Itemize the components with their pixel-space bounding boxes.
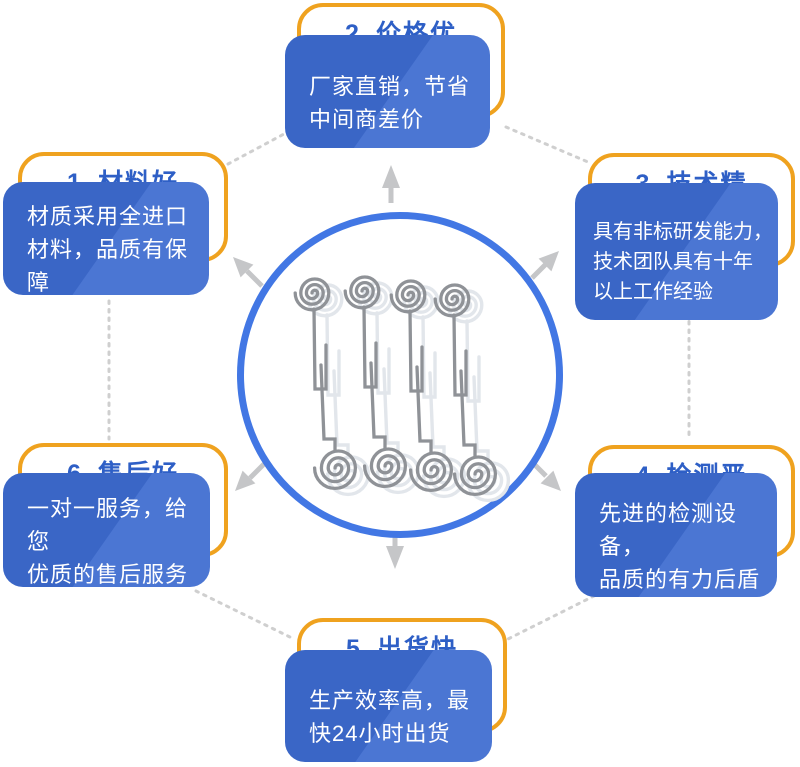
- center-circle: [237, 212, 563, 538]
- torsion-springs-image: [293, 275, 511, 503]
- spring-ghost-reflections: [306, 281, 511, 503]
- feature-body-text: 材质采用全进口 材料，品质有保障: [27, 204, 189, 295]
- feature-body-delivery: 生产效率高，最 快24小时出货: [285, 650, 492, 762]
- feature-body-price: 厂家直销，节省 中间商差价: [285, 35, 490, 148]
- arrow-up-icon: [382, 165, 400, 203]
- feature-body-text: 一对一服务，给您 优质的售后服务: [27, 495, 189, 587]
- feature-body-inspection: 先进的检测设备， 品质的有力后盾: [575, 473, 777, 597]
- feature-body-material: 材质采用全进口 材料，品质有保障: [3, 182, 209, 295]
- feature-body-text: 具有非标研发能力， 技术团队具有十年 以上工作经验: [593, 220, 773, 303]
- feature-body-technology: 具有非标研发能力， 技术团队具有十年 以上工作经验: [575, 183, 778, 320]
- feature-body-after-sales: 一对一服务，给您 优质的售后服务: [3, 473, 210, 587]
- feature-body-text: 厂家直销，节省 中间商差价: [309, 73, 471, 132]
- feature-body-text: 先进的检测设备， 品质的有力后盾: [599, 500, 761, 592]
- feature-body-text: 生产效率高，最 快24小时出货: [309, 688, 471, 746]
